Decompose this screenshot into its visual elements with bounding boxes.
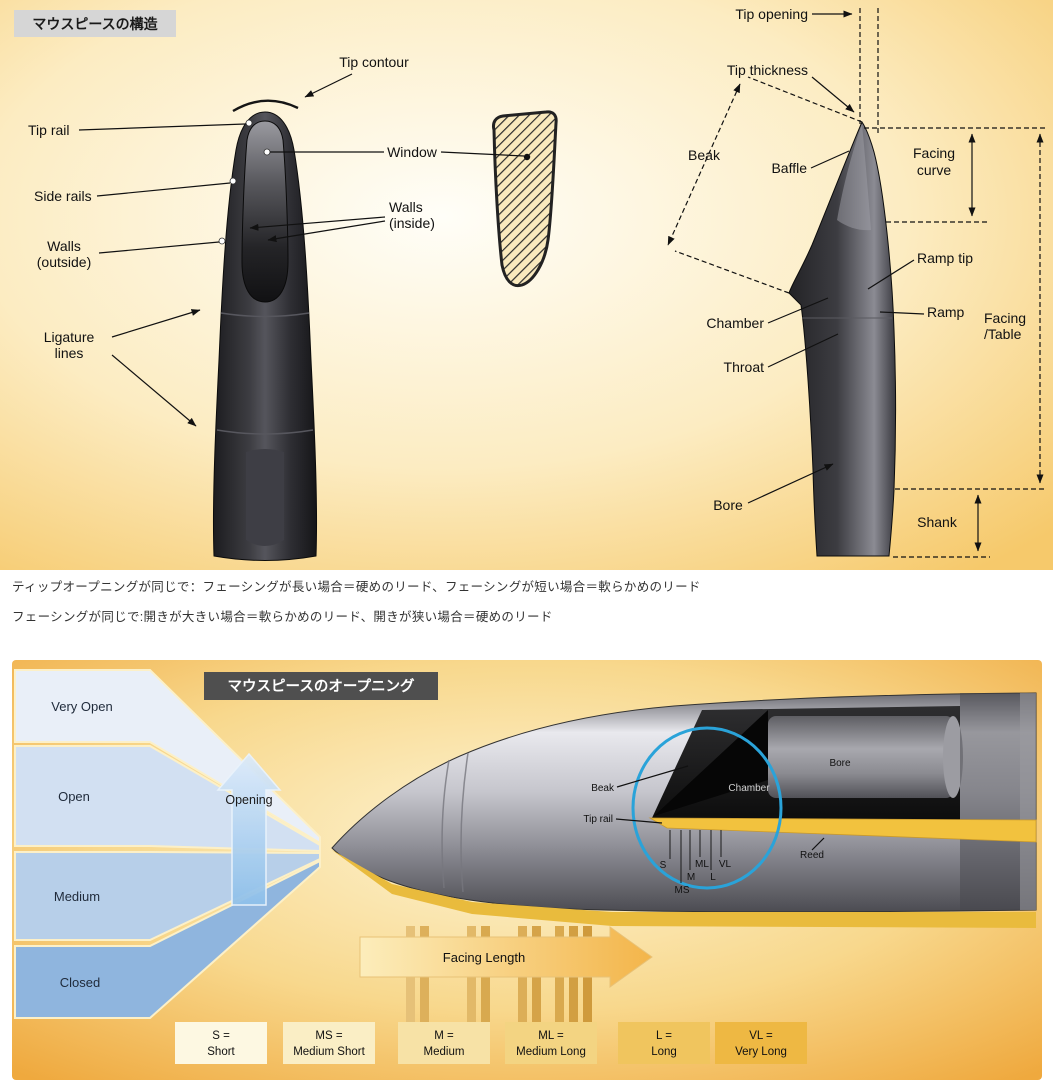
window-section-dot	[523, 153, 531, 161]
facing-length-arrow: Facing Length	[359, 926, 653, 988]
legend-name: Short	[207, 1046, 235, 1058]
ligature-lines-label-1: Ligature	[44, 329, 95, 345]
note-line-2: フェーシングが同じで:開きが大きい場合＝軟らかめのリード、開きが狭い場合＝硬めの…	[12, 610, 553, 624]
bore-end	[943, 716, 963, 798]
opening-title-text: マウスピースのオープニング	[228, 677, 415, 695]
shank-label: Shank	[917, 514, 958, 530]
legend-item-m: M = Medium	[398, 1022, 490, 1064]
ligature-seam-1	[441, 759, 450, 889]
structure-panel-background	[0, 0, 1053, 570]
legend-abbr: MS =	[315, 1030, 342, 1042]
render-bore-label: Bore	[829, 758, 851, 769]
beak-label: Beak	[688, 147, 721, 163]
facing-table-label-2: /Table	[984, 326, 1022, 342]
mouthpiece-render	[331, 692, 1037, 928]
legend-abbr: M =	[434, 1030, 454, 1042]
facing-length-label: Facing Length	[443, 950, 525, 965]
render-reed-label: Reed	[800, 850, 824, 861]
ligature-seam-2	[460, 752, 469, 893]
tip-contour-label: Tip contour	[339, 54, 409, 70]
ligature-line-upper	[220, 312, 310, 318]
opening-title: マウスピースのオープニング	[204, 672, 438, 700]
legend-name: Long	[651, 1046, 677, 1058]
structure-title: マウスピースの構造	[14, 10, 176, 37]
throat-label: Throat	[724, 359, 765, 375]
legend-item-l: L = Long	[618, 1022, 710, 1064]
legend-item-s: S = Short	[175, 1022, 267, 1064]
walls-outside-label-2: (outside)	[37, 254, 91, 270]
legend-item-ml: ML = Medium Long	[505, 1022, 597, 1064]
facing-size-ticks	[669, 830, 722, 883]
side-rails-label: Side rails	[34, 188, 92, 204]
legend-name: Medium Short	[293, 1046, 365, 1058]
band-label-very-open: Very Open	[51, 699, 112, 714]
bore-label: Bore	[713, 497, 743, 513]
render-labels: Beak Tip rail Chamber Bore Reed	[583, 758, 851, 861]
legend-name: Very Long	[735, 1046, 787, 1058]
band-very-open	[14, 669, 321, 845]
front-view-annotations: Tip contour Tip rail Side rails Walls (o…	[28, 54, 525, 427]
baffle-surface	[837, 124, 871, 231]
tick-label-ml: ML	[695, 859, 709, 870]
opening-arrow-label: Opening	[225, 793, 272, 807]
tick-label-m: M	[687, 872, 695, 883]
walls-outside-label-1: Walls	[47, 238, 81, 254]
legend-abbr: ML =	[538, 1030, 564, 1042]
note-line-1: ティップオープニングが同じで：フェーシングが長い場合＝硬めのリード、フェーシング…	[12, 580, 701, 594]
tick-label-s: S	[660, 860, 667, 871]
legend-abbr: S =	[212, 1030, 230, 1042]
render-chamber-label: Chamber	[728, 783, 770, 794]
facing-curve-label-2: curve	[917, 162, 951, 178]
render-tip-rail-label: Tip rail	[583, 814, 613, 825]
legend-item-ms: MS = Medium Short	[283, 1022, 375, 1064]
legend-abbr: L =	[656, 1030, 672, 1042]
window-label: Window	[387, 144, 438, 160]
opening-arrow: Opening	[216, 752, 282, 906]
legend-name: Medium	[424, 1046, 465, 1058]
mouthpiece-side-view	[788, 120, 896, 557]
anchor-dots	[218, 119, 271, 245]
facing-curve-label-1: Facing	[913, 145, 955, 161]
side-view-annotations: Tip opening Tip thickness Beak Baffle Fa…	[667, 6, 1046, 558]
tip-contour-arc	[232, 99, 299, 113]
band-label-closed: Closed	[60, 975, 100, 990]
ramp-label: Ramp	[927, 304, 965, 320]
mouthpiece-side-body	[788, 120, 896, 557]
ligature-lines-label-2: lines	[55, 345, 84, 361]
tick-label-ms: MS	[675, 885, 690, 896]
structure-title-text: マウスピースの構造	[32, 16, 157, 32]
mouthpiece-window-opening	[241, 120, 289, 303]
walls-inside-label-1: Walls	[389, 199, 423, 215]
facing-length-legend: S = Short MS = Medium Short M = Medium M…	[175, 1022, 807, 1064]
legend-name: Medium Long	[516, 1046, 586, 1058]
structure-diagram: マウスピースの構造 Tip contour Tip rail	[0, 0, 1053, 570]
tip-thickness-label: Tip thickness	[727, 62, 808, 78]
ligature-line-lower	[216, 429, 314, 435]
legend-item-vl: VL = Very Long	[715, 1022, 807, 1064]
legend-abbr: VL =	[749, 1030, 773, 1042]
walls-inside-label-2: (inside)	[389, 215, 435, 231]
ramp-tip-label: Ramp tip	[917, 250, 973, 266]
facing-highlight-circle	[631, 726, 783, 890]
tip-rail-label: Tip rail	[28, 122, 70, 138]
bore-sheen	[246, 449, 284, 546]
tick-label-vl: VL	[719, 859, 732, 870]
bore-cylinder	[768, 716, 954, 798]
baffle-label: Baffle	[771, 160, 807, 176]
chamber-label: Chamber	[706, 315, 764, 331]
opening-level-labels: Very Open Open Medium Closed	[51, 699, 112, 990]
opening-diagram: マウスピースのオープニング Very Open Open Medium Clos…	[12, 660, 1042, 1080]
reed-upper	[648, 817, 1037, 843]
shank-ring	[1020, 693, 1036, 910]
facing-table-label-1: Facing	[984, 310, 1026, 326]
render-beak-label: Beak	[591, 783, 615, 794]
reed-table-strip	[332, 850, 1036, 928]
band-label-medium: Medium	[54, 889, 100, 904]
band-label-open: Open	[58, 789, 90, 804]
facing-size-tick-labels: S MS M ML L VL	[660, 859, 732, 896]
tip-opening-label: Tip opening	[735, 6, 808, 22]
tick-label-l: L	[710, 872, 716, 883]
